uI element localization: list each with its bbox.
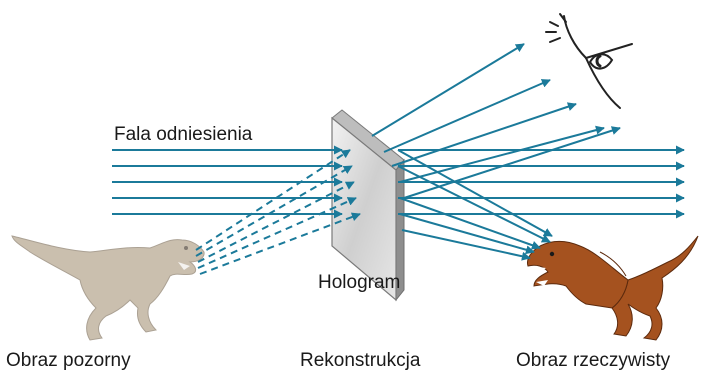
diverging-rays <box>372 44 620 198</box>
real-image-label: Obraz rzeczywisty <box>516 350 671 371</box>
eye-icon <box>546 14 632 108</box>
reconstruction-label: Rekonstrukcja <box>300 350 421 371</box>
hologram-label: Hologram <box>318 272 400 293</box>
reference-wave-label: Fala odniesienia <box>114 124 253 145</box>
transmitted-rays <box>398 150 684 214</box>
reference-wave-rays <box>112 150 342 214</box>
virtual-dinosaur-icon <box>12 236 204 340</box>
virtual-image-label: Obraz pozorny <box>6 350 131 371</box>
real-dinosaur-icon <box>528 236 699 340</box>
